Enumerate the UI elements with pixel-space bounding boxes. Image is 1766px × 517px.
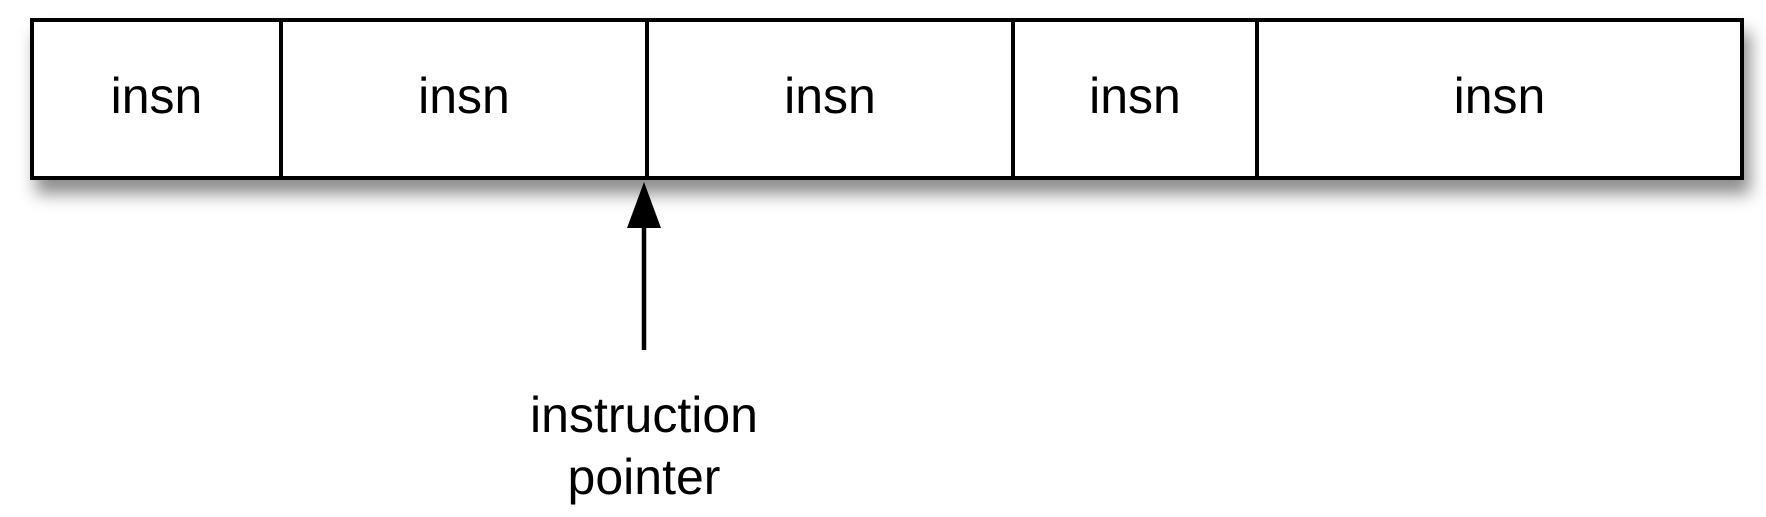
instruction-cell-2: insn [279,22,645,176]
pointer-arrowhead [627,182,661,228]
pointer-caption-line-2: pointer [567,449,721,505]
instruction-cell-3: insn [645,22,1011,176]
instruction-cell-5: insn [1255,22,1740,176]
pointer-caption: instruction pointer [444,384,844,508]
pointer-caption-line-1: instruction [530,387,758,443]
pointer-arrow [627,182,661,350]
instruction-strip: insn insn insn insn insn [30,18,1744,180]
instruction-cell-1: insn [110,68,203,124]
instruction-cell-4: insn [1011,22,1255,176]
